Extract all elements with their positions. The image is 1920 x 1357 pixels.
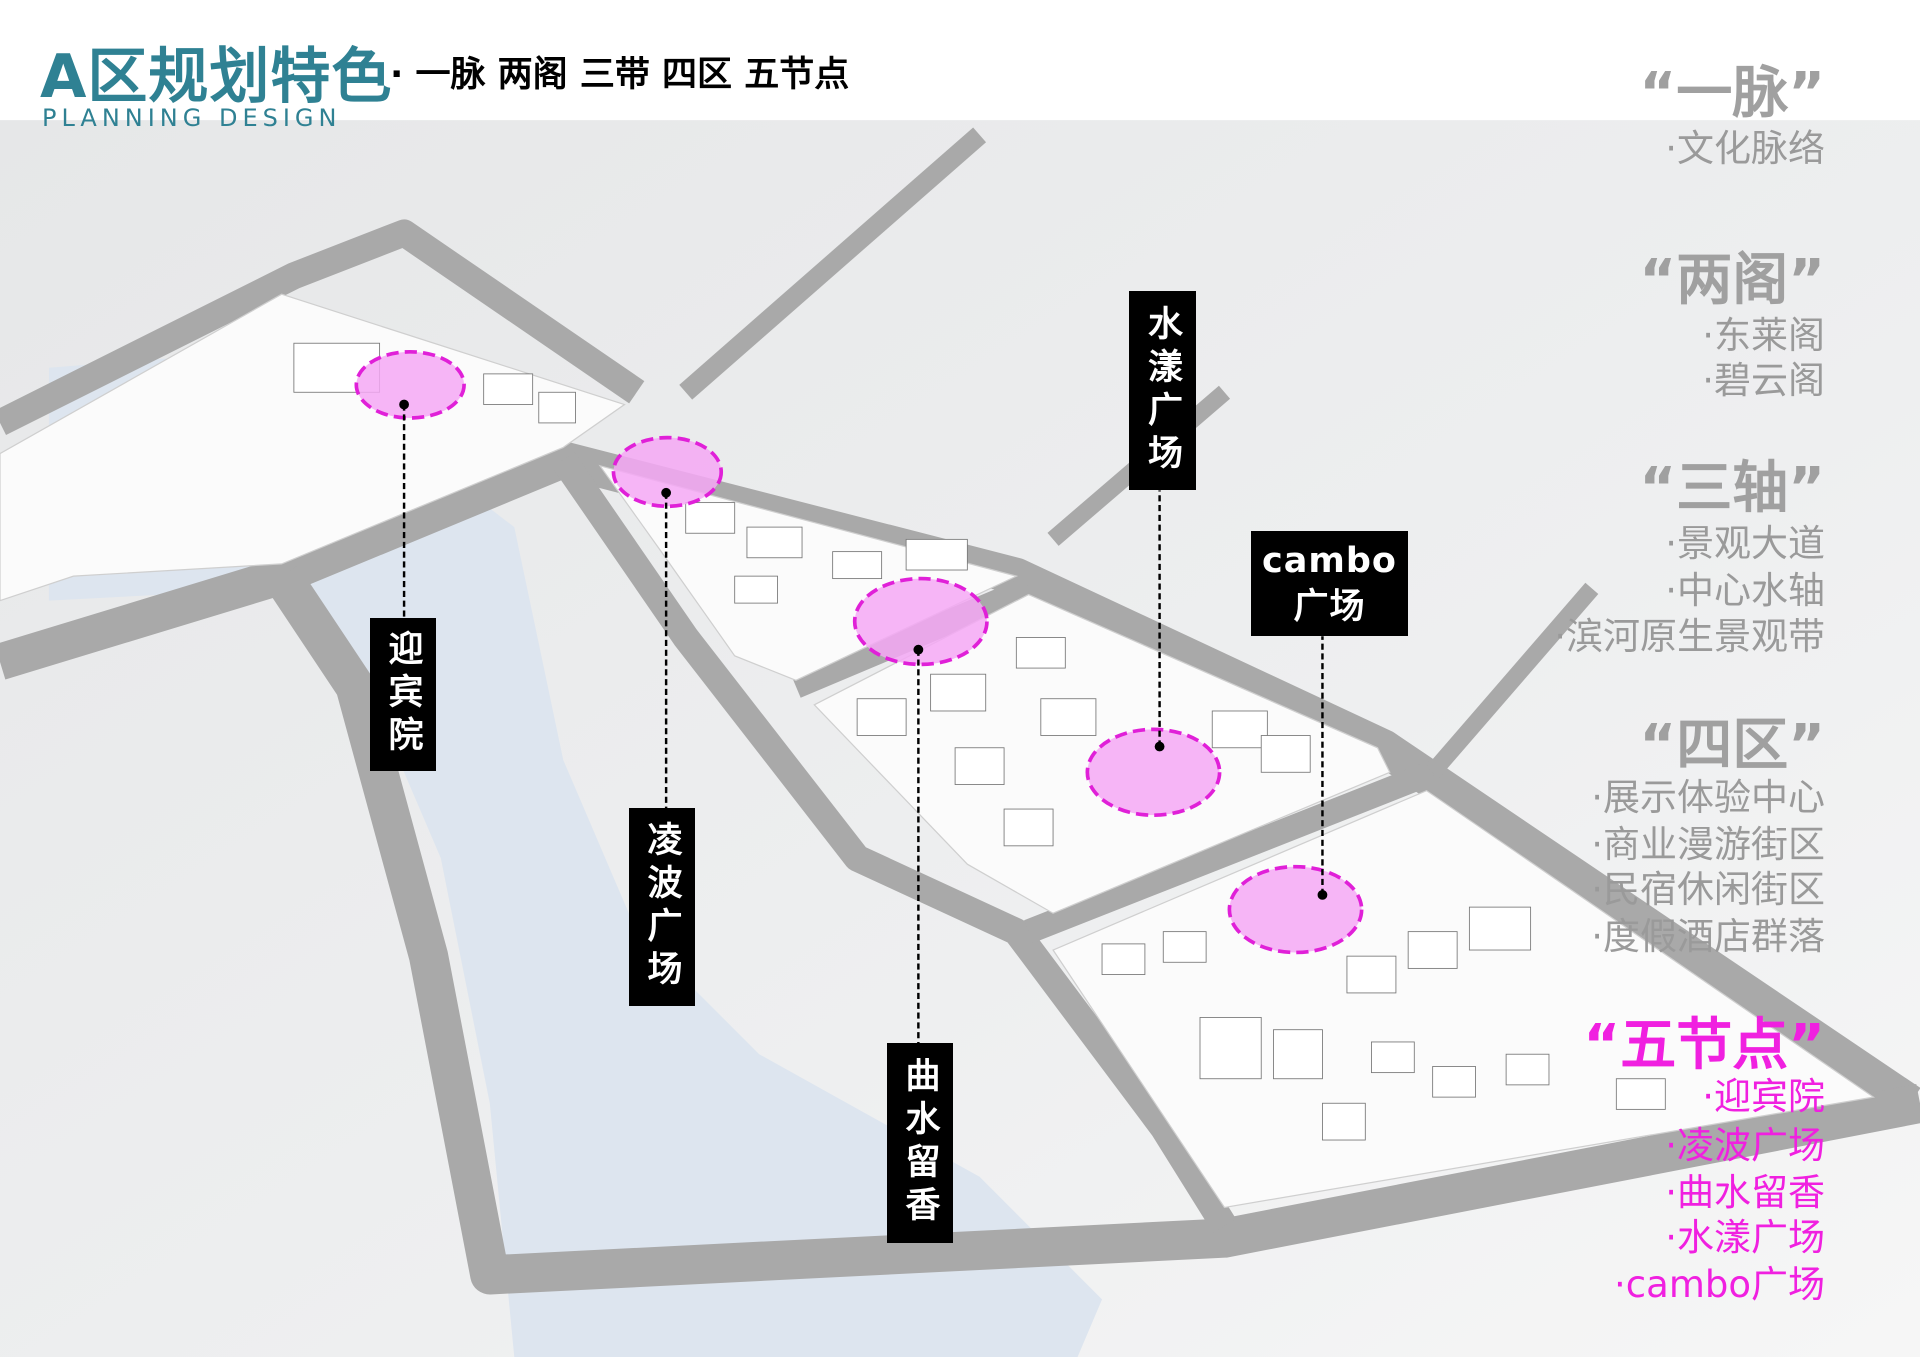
legend-item: ·滨河原生景观带 xyxy=(1554,615,1825,658)
page-title: A区规划特色 xyxy=(40,42,393,112)
node-label-cambo-line2: 广场 xyxy=(1293,586,1366,627)
legend-item: ·度假酒店群落 xyxy=(1591,915,1825,958)
node-marker-cambo xyxy=(1227,636,1364,955)
legend-heading-siqu: “四区” xyxy=(1639,713,1825,778)
legend-item: ·碧云阁 xyxy=(1702,359,1825,402)
legend-item: ·民宿休闲街区 xyxy=(1591,868,1825,911)
node-marker-shuiyang xyxy=(1085,490,1222,818)
legend-heading-wujiedian: “五节点” xyxy=(1583,1013,1825,1078)
page-subtitle: · 一脉 两阁 三带 四区 五节点 xyxy=(390,55,850,95)
legend-item: ·cambo广场 xyxy=(1614,1263,1825,1306)
node-label-lingbo: 凌波广场 xyxy=(629,808,695,1006)
legend-item: ·水漾广场 xyxy=(1665,1216,1825,1259)
node-label-cambo: cambo 广场 xyxy=(1251,531,1408,636)
english-subtitle: PLANNING DESIGN xyxy=(42,104,342,132)
legend-item: ·曲水留香 xyxy=(1665,1171,1825,1214)
legend-item: ·凌波广场 xyxy=(1665,1124,1825,1167)
legend-item: ·展示体验中心 xyxy=(1591,776,1825,819)
node-label-yingbinyuan: 迎宾院 xyxy=(370,618,436,771)
legend-item: ·东莱阁 xyxy=(1702,314,1825,357)
node-markers xyxy=(354,349,1364,1045)
node-label-qushui: 曲水留香 xyxy=(887,1043,953,1243)
node-label-cambo-line1: cambo xyxy=(1262,540,1397,581)
legend-heading-sanzhou: “三轴” xyxy=(1639,456,1825,521)
buildings xyxy=(293,342,1666,1141)
node-marker-yingbinyuan xyxy=(354,349,466,620)
legend-item: ·文化脉络 xyxy=(1665,127,1825,170)
legend-item: ·景观大道 xyxy=(1665,522,1825,565)
legend-item: ·迎宾院 xyxy=(1702,1075,1825,1118)
legend-item: ·商业漫游街区 xyxy=(1591,823,1825,866)
legend-heading-liangge: “两阁” xyxy=(1639,248,1825,313)
legend-heading-yimai: “一脉” xyxy=(1639,61,1825,126)
node-marker-lingbo xyxy=(611,435,724,810)
node-label-shuiyang: 水漾广场 xyxy=(1129,291,1196,490)
node-marker-qushui xyxy=(852,576,989,1045)
legend-item: ·中心水轴 xyxy=(1665,569,1825,612)
